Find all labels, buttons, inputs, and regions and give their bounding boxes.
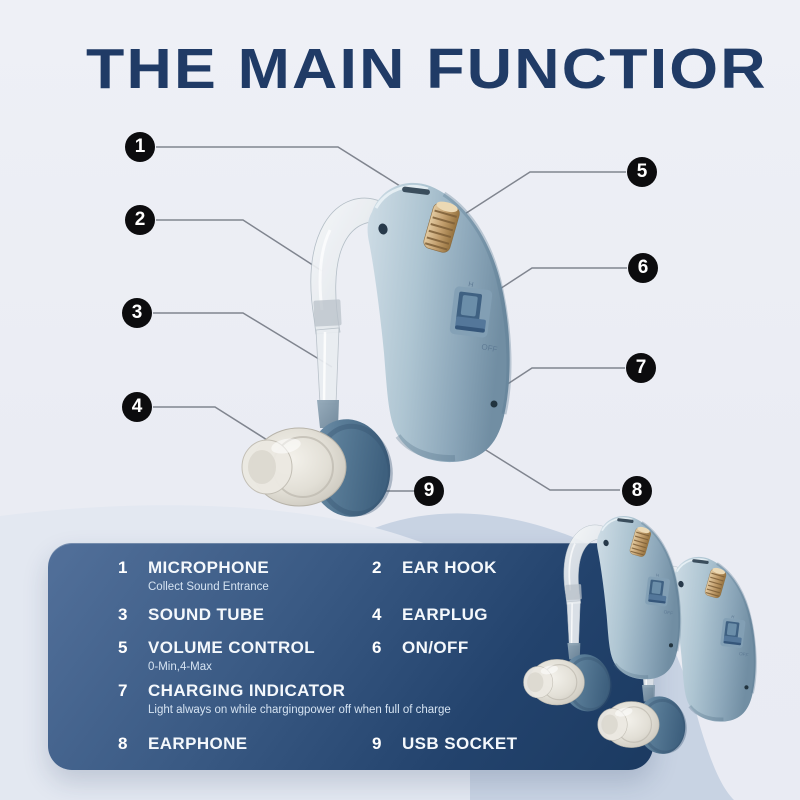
ear-hook-highlight [318, 229, 332, 311]
volume-high-label: H [468, 281, 474, 289]
legend-sublabel: 0-Min,4-Max [148, 661, 212, 673]
page-title: THE MAIN FUNCTIOR [86, 37, 768, 101]
legend-number: 9 [372, 734, 382, 753]
leader-line-5 [456, 171, 626, 220]
legend-number: 6 [372, 638, 382, 657]
earplug-highlight [271, 438, 301, 454]
earphone-rim [315, 423, 393, 517]
legend-label: VOLUME CONTROL [148, 638, 316, 657]
volume-wheel [423, 201, 460, 253]
leader-line-3 [153, 312, 333, 368]
sound-tube-highlight [322, 331, 327, 403]
callout-9: 9 [414, 476, 444, 506]
legend-label: EAR HOOK [402, 558, 497, 577]
legend-row: 7 CHARGING INDICATOR Light always on whi… [118, 681, 639, 717]
legend-item-on-off: 6 ON/OFF [372, 638, 639, 658]
legend-item-earplug: 4 EARPLUG [372, 605, 639, 625]
power-switch [449, 286, 493, 338]
legend-item-sound-tube: 3 SOUND TUBE [118, 605, 372, 625]
legend-label: SOUND TUBE [148, 605, 265, 624]
callout-2: 2 [125, 205, 155, 235]
legend-label: EARPLUG [402, 605, 488, 624]
body-bottom-shade [395, 434, 456, 462]
leader-line-8 [480, 446, 620, 491]
legend-label: EARPHONE [148, 734, 248, 753]
earplug-tip-inner [248, 450, 276, 484]
callout-6: 6 [628, 253, 658, 283]
sound-tube [315, 327, 340, 405]
mic-slot [402, 186, 430, 195]
callout-8: 8 [622, 476, 652, 506]
legend-item-charging-indicator: 7 CHARGING INDICATOR [118, 681, 639, 701]
legend-number: 7 [118, 681, 128, 700]
legend-number: 1 [118, 558, 128, 577]
legend-number: 5 [118, 638, 128, 657]
tube-sleeve [317, 400, 339, 428]
main-hearing-aid: H OFF [241, 182, 512, 517]
body-right-shade [442, 191, 512, 415]
legend-panel: 1 MICROPHONE Collect Sound Entrance 2 EA… [48, 543, 653, 770]
indicator-led [490, 400, 498, 408]
legend-number: 3 [118, 605, 128, 624]
legend-item-microphone: 1 MICROPHONE [118, 558, 372, 578]
legend-row: 3 SOUND TUBE 4 EARPLUG [118, 605, 639, 625]
leader-line-7 [502, 367, 625, 388]
leader-line-6 [485, 267, 627, 299]
earplug [251, 427, 347, 507]
legend-row: 8 EARPHONE 9 USB SOCKET [118, 734, 639, 754]
body-top-highlight [374, 185, 429, 209]
legend-label: MICROPHONE [148, 558, 270, 577]
legend-label: USB SOCKET [402, 734, 518, 753]
legend-sublabel: Collect Sound Entrance [148, 581, 269, 593]
callout-4: 4 [122, 392, 152, 422]
leader-line-4 [153, 406, 295, 458]
callout-7: 7 [626, 353, 656, 383]
legend-row: 5 VOLUME CONTROL 0-Min,4-Max 6 ON/OFF [118, 638, 639, 674]
legend-row: 1 MICROPHONE Collect Sound Entrance 2 EA… [118, 558, 639, 594]
earplug-ring [272, 436, 334, 498]
mic-hole [378, 223, 388, 235]
leader-line-1 [156, 146, 401, 187]
leader-line-2 [156, 219, 323, 272]
legend-item-ear-hook: 2 EAR HOOK [372, 558, 639, 578]
callout-5: 5 [627, 157, 657, 187]
legend-number: 8 [118, 734, 128, 753]
device-body [367, 182, 510, 463]
callout-3: 3 [122, 298, 152, 328]
legend-number: 2 [372, 558, 382, 577]
hook-tube-connector [313, 299, 342, 327]
legend-item-earphone: 8 EARPHONE [118, 734, 372, 754]
legend-number: 4 [372, 605, 382, 624]
legend-item-usb-socket: 9 USB SOCKET [372, 734, 639, 754]
ear-hook [310, 197, 385, 335]
callout-1: 1 [125, 132, 155, 162]
earphone [307, 419, 391, 517]
legend-sublabel: Light always on while chargingpower off … [148, 704, 451, 716]
switch-off-label: OFF [481, 342, 499, 354]
earplug-tip [241, 439, 293, 495]
legend-item-volume-control: 5 VOLUME CONTROL [118, 638, 372, 658]
legend-label: ON/OFF [402, 638, 469, 657]
leader-lines [153, 146, 627, 492]
legend-label: CHARGING INDICATOR [148, 681, 346, 700]
